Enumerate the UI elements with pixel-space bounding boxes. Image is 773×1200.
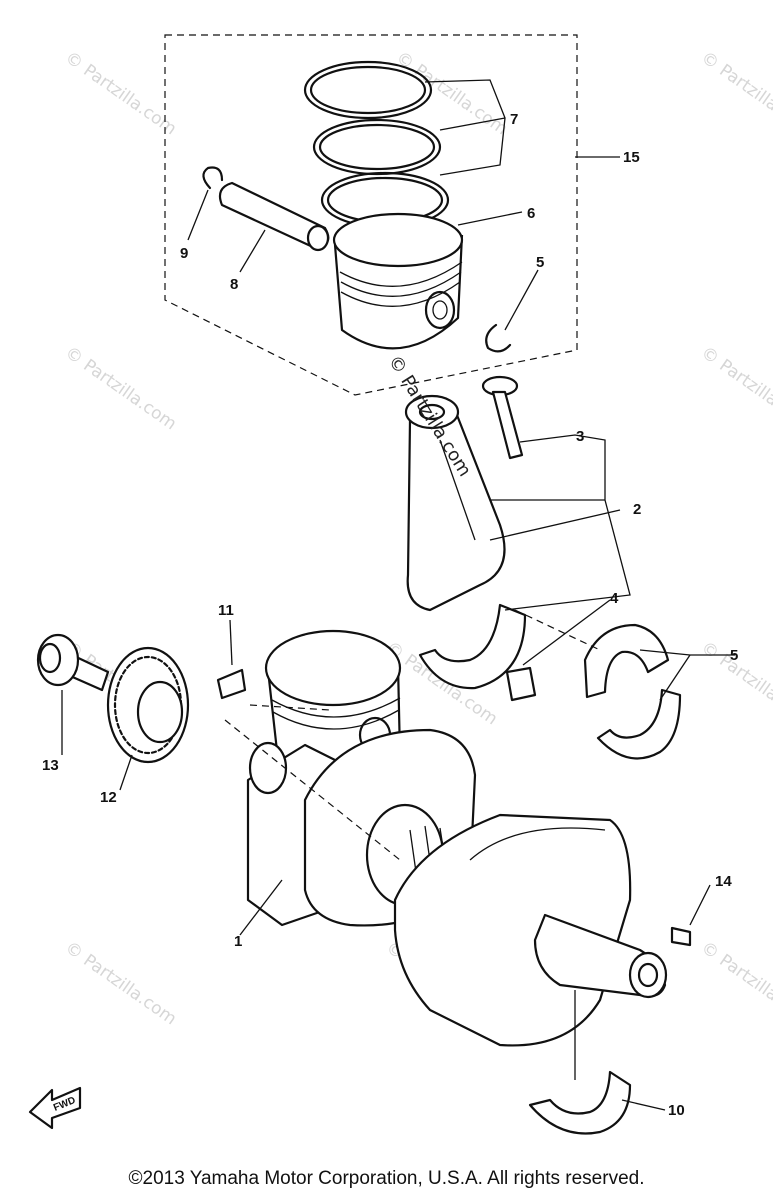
main-bearing bbox=[528, 1070, 632, 1135]
fwd-arrow: FWD bbox=[28, 1086, 82, 1130]
callout-9: 9 bbox=[180, 245, 188, 262]
piston-pin-clip-right bbox=[485, 323, 512, 353]
rod-cap bbox=[418, 603, 527, 690]
watermark: © Partzilla.com bbox=[392, 48, 511, 140]
big-end-bearing-upper bbox=[583, 623, 670, 699]
callout-8: 8 bbox=[230, 276, 238, 293]
gear-bolt bbox=[36, 633, 110, 692]
crank-key bbox=[670, 926, 692, 947]
connecting-rod bbox=[404, 394, 506, 612]
piston-upper bbox=[332, 212, 464, 350]
woodruff-key bbox=[216, 668, 247, 700]
watermark: © Partzilla.com bbox=[61, 938, 180, 1030]
watermark: © Partzilla.com bbox=[61, 48, 180, 140]
piston-assembly-boundary bbox=[164, 34, 578, 396]
watermark: © Partzilla.com bbox=[61, 343, 180, 435]
callout-13: 13 bbox=[42, 757, 59, 774]
callout-6: 6 bbox=[527, 205, 535, 222]
crankshaft bbox=[246, 728, 668, 1047]
rod-bolt bbox=[481, 375, 524, 460]
callout-1: 1 bbox=[234, 933, 242, 950]
callout-15: 15 bbox=[623, 149, 640, 166]
copyright-notice: ©2013 Yamaha Motor Corporation, U.S.A. A… bbox=[128, 1168, 645, 1189]
big-end-bearing-lower bbox=[596, 688, 682, 760]
watermark: © Partzilla.com bbox=[697, 938, 773, 1030]
callout-7: 7 bbox=[510, 111, 518, 128]
callout-4: 4 bbox=[610, 590, 619, 607]
callout-10: 10 bbox=[668, 1102, 685, 1119]
watermark: © Partzilla.com bbox=[697, 343, 773, 435]
timing-gear bbox=[106, 646, 190, 764]
callout-12: 12 bbox=[100, 789, 117, 806]
callout-labels: 1 2 3 4 5 5 6 7 8 9 10 11 12 13 14 15 bbox=[42, 111, 738, 1119]
callout-5-lower: 5 bbox=[730, 647, 738, 664]
leader-lines bbox=[61, 79, 735, 1111]
callout-5-upper: 5 bbox=[536, 254, 544, 271]
rod-nut bbox=[505, 666, 537, 702]
callout-3: 3 bbox=[576, 428, 584, 445]
callout-14: 14 bbox=[715, 873, 732, 890]
watermark: © Partzilla.com bbox=[697, 48, 773, 140]
piston-pin-clip-left bbox=[202, 166, 224, 190]
piston-pin bbox=[218, 181, 330, 252]
callout-11: 11 bbox=[218, 602, 234, 619]
callout-2: 2 bbox=[633, 501, 641, 518]
